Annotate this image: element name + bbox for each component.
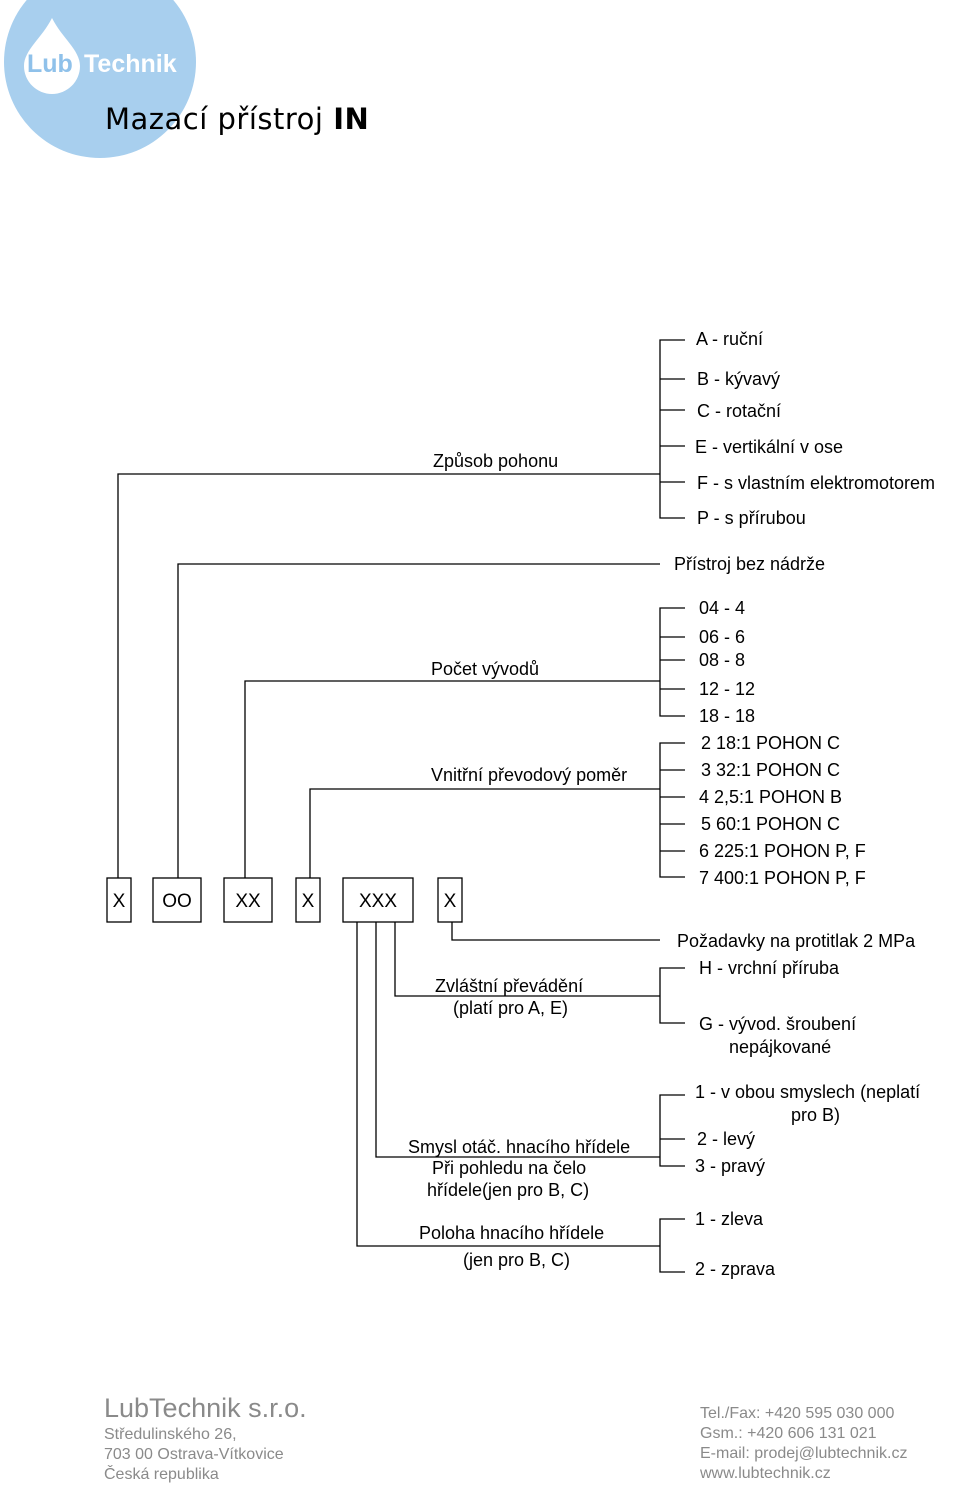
footer-country: Česká republika — [104, 1466, 219, 1483]
code-box-ratio: X — [302, 891, 315, 912]
title-code: IN — [333, 102, 370, 136]
footer-gsm: Gsm.: +420 606 131 021 — [700, 1425, 877, 1442]
special-option: H - vrchní příruba — [699, 958, 840, 978]
logo-text-technik: Technik — [84, 50, 177, 78]
footer-email[interactable]: E-mail: prodej@lubtechnik.cz — [700, 1445, 908, 1462]
ratio-option: 7 400:1 POHON P, F — [699, 868, 866, 888]
rotation-label-line3: hřídele(jen pro B, C) — [427, 1180, 589, 1200]
position-option: 2 - zprava — [695, 1259, 776, 1279]
ratio-option: 6 225:1 POHON P, F — [699, 841, 866, 861]
tank-option: Přístroj bez nádrže — [674, 554, 825, 574]
footer-tel: Tel./Fax: +420 595 030 000 — [700, 1405, 895, 1422]
code-box-pressure: X — [444, 891, 457, 912]
lubtechnik-logo: Lub Technik — [4, 0, 196, 158]
ratio-option: 2 18:1 POHON C — [701, 733, 840, 753]
outlets-option: 04 - 4 — [699, 598, 745, 618]
code-box-tank: OO — [162, 891, 192, 912]
position-option: 1 - zleva — [695, 1209, 764, 1229]
footer-street: Středulinského 26, — [104, 1426, 237, 1443]
position-label-line1: Poloha hnacího hřídele — [419, 1223, 604, 1243]
special-option-continued: nepájkované — [729, 1037, 831, 1057]
code-box-drive: X — [113, 891, 126, 912]
drive-option: A - ruční — [696, 329, 763, 349]
outlets-option: 06 - 6 — [699, 627, 745, 647]
drive-option: C - rotační — [697, 401, 781, 421]
drive-option: B - kývavý — [697, 369, 780, 389]
pressure-option: Požadavky na protitlak 2 MPa — [677, 931, 916, 951]
outlets-option: 08 - 8 — [699, 650, 745, 670]
outlets-option: 18 - 18 — [699, 706, 755, 726]
logo-text-lub: Lub — [27, 50, 73, 78]
rotation-label-line1: Smysl otáč. hnacího hřídele — [408, 1137, 630, 1157]
special-label-line2: (platí pro A, E) — [453, 998, 568, 1018]
outlets-label: Počet vývodů — [431, 659, 539, 679]
title-main: Mazací přístroj — [105, 102, 324, 136]
footer-city: 703 00 Ostrava-Vítkovice — [104, 1446, 284, 1463]
rotation-option-continued: pro B) — [791, 1105, 840, 1125]
special-option: G - vývod. šroubení — [699, 1014, 856, 1034]
drive-option: E - vertikální v ose — [695, 437, 843, 457]
page-title: Mazací přístroj IN — [105, 102, 369, 136]
footer-web[interactable]: www.lubtechnik.cz — [700, 1465, 831, 1482]
ratio-label: Vnitřní převodový poměr — [431, 765, 627, 785]
ratio-option: 3 32:1 POHON C — [701, 760, 840, 780]
drive-label: Způsob pohonu — [433, 451, 558, 471]
position-label-line2: (jen pro B, C) — [463, 1250, 570, 1270]
rotation-option: 1 - v obou smyslech (neplatí — [695, 1082, 920, 1102]
footer-contacts: Tel./Fax: +420 595 030 000 Gsm.: +420 60… — [700, 1404, 907, 1484]
ratio-option: 4 2,5:1 POHON B — [699, 787, 842, 807]
code-box-outlets: XX — [235, 891, 261, 912]
rotation-label-line2: Při pohledu na čelo — [432, 1158, 586, 1178]
drive-option: P - s přírubou — [697, 508, 806, 528]
rotation-option: 3 - pravý — [695, 1156, 765, 1176]
ratio-option: 5 60:1 POHON C — [701, 814, 840, 834]
outlets-option: 12 - 12 — [699, 679, 755, 699]
rotation-option: 2 - levý — [697, 1129, 755, 1149]
special-label-line1: Zvláštní převádění — [435, 976, 583, 996]
footer-company: LubTechnik s.r.o. — [104, 1393, 307, 1423]
drive-option: F - s vlastním elektromotorem — [697, 473, 935, 493]
footer-address: LubTechnik s.r.o. Středulinského 26, 703… — [104, 1393, 307, 1485]
code-box-special: XXX — [359, 891, 397, 912]
